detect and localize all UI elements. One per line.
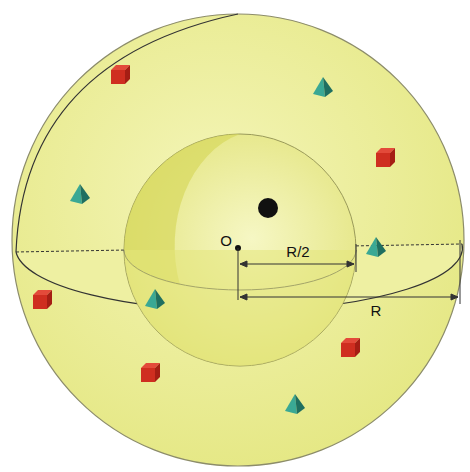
inner-sphere [124, 134, 356, 366]
tetrahedron-particles [70, 77, 386, 414]
central-mass [258, 198, 278, 218]
dimension-lines [238, 240, 460, 304]
outer-sphere [12, 14, 464, 466]
cut-plane-edge [16, 244, 462, 252]
dimension-label: O [220, 233, 232, 248]
dimension-label: R [371, 303, 382, 318]
dimension-label: R/2 [286, 244, 309, 259]
inner-lower-half [124, 250, 356, 366]
cube-particles [33, 65, 395, 382]
